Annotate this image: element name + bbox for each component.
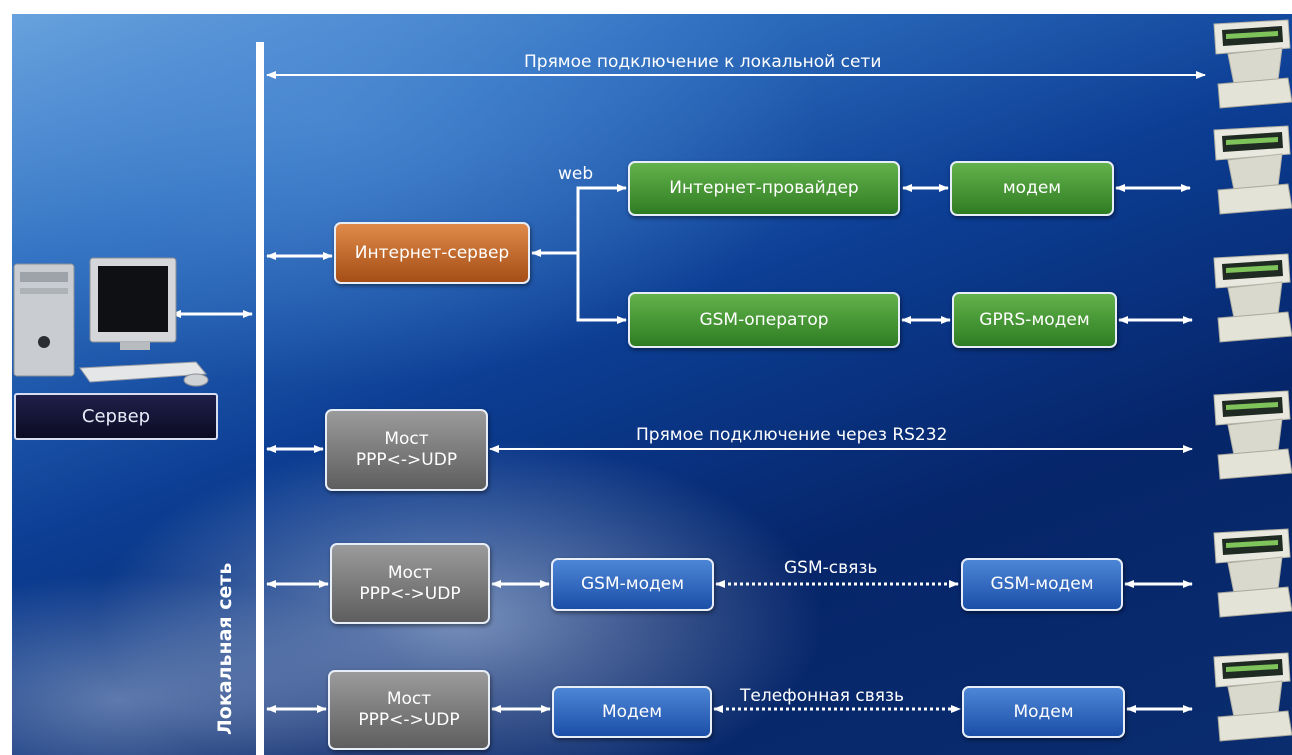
terminal-device-icon	[1208, 527, 1292, 619]
modem-box-1: Модем	[552, 686, 712, 738]
internet-server-box: Интернет-сервер	[334, 222, 530, 284]
direct-lan-label: Прямое подключение к локальной сети	[524, 52, 882, 72]
modem-web-box: модем	[950, 161, 1114, 216]
web-label: web	[558, 164, 594, 184]
bridge-box-1: Мост PPP<->UDP	[325, 409, 488, 491]
gsm-modem-box-1: GSM-модем	[551, 558, 714, 611]
terminal-device-icon	[1208, 651, 1292, 743]
terminal-device-icon	[1208, 124, 1292, 216]
local-network-label: Локальная сеть	[214, 562, 236, 735]
modem-box-2: Модем	[962, 686, 1125, 738]
terminal-device-icon	[1208, 252, 1292, 344]
gsm-link-label: GSM-связь	[784, 558, 878, 578]
direct-rs232-label: Прямое подключение через RS232	[636, 425, 948, 445]
terminal-device-icon	[1208, 389, 1292, 481]
server-label: Сервер	[14, 393, 218, 440]
terminal-device-icon	[1208, 18, 1292, 110]
local-network-bus	[256, 42, 264, 755]
branch-web	[576, 184, 627, 253]
isp-box: Интернет-провайдер	[628, 161, 900, 216]
bridge-box-2: Мост PPP<->UDP	[330, 543, 490, 624]
gsm-modem-box-2: GSM-модем	[961, 558, 1123, 611]
server-computer-icon	[13, 257, 209, 387]
bridge-box-3: Мост PPP<->UDP	[328, 670, 490, 750]
phone-link-label: Телефонная связь	[740, 686, 905, 706]
gprs-modem-box: GPRS-модем	[952, 292, 1117, 348]
branch-gsm	[576, 253, 627, 324]
gsm-operator-box: GSM-оператор	[628, 292, 900, 348]
